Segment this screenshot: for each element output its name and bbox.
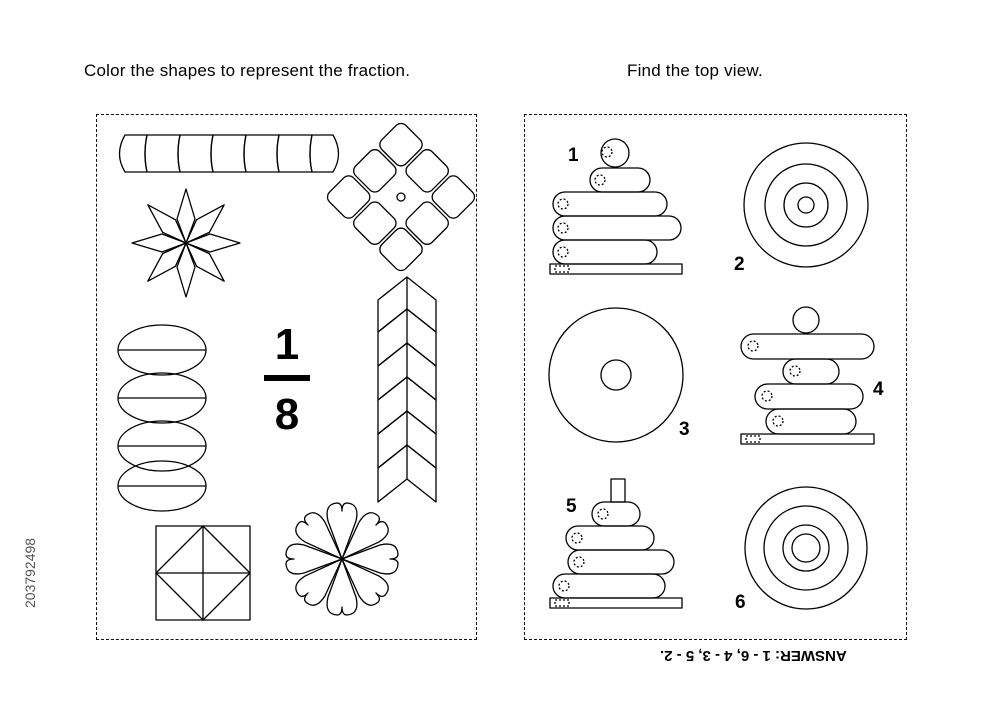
label-1: 1 [568,145,579,166]
stacking-toy-5 [549,478,683,609]
label-5: 5 [566,496,577,517]
label-6: 6 [735,592,746,613]
flower-shape [285,502,399,616]
ellipse-stack-shape [117,324,207,512]
fraction-bar [264,375,310,381]
answer-key: ANSWER: 1 - 6, 4 - 3, 5 - 2. [660,647,847,664]
diamond-tiles-shape [326,122,476,272]
top-view-panel [524,114,907,640]
divided-square-shape [155,525,251,621]
stacking-toy-4 [740,306,875,445]
fraction-denominator: 8 [274,390,300,439]
stacking-toy-1 [549,138,683,275]
fraction-panel [96,114,477,640]
top-view-2 [743,142,869,268]
label-3: 3 [679,419,690,440]
zigzag-column-shape [377,276,437,503]
right-activity-heading: Find the top view. [627,61,763,80]
top-view-6 [744,486,868,610]
star-shape [131,188,241,298]
top-view-3 [548,307,684,443]
label-2: 2 [734,254,745,275]
left-activity-heading: Color the shapes to represent the fracti… [84,61,411,80]
side-id-number: 203792498 [22,537,38,608]
label-4: 4 [873,379,884,400]
segment-strip-shape [118,134,340,173]
fraction-numerator: 1 [274,320,300,369]
